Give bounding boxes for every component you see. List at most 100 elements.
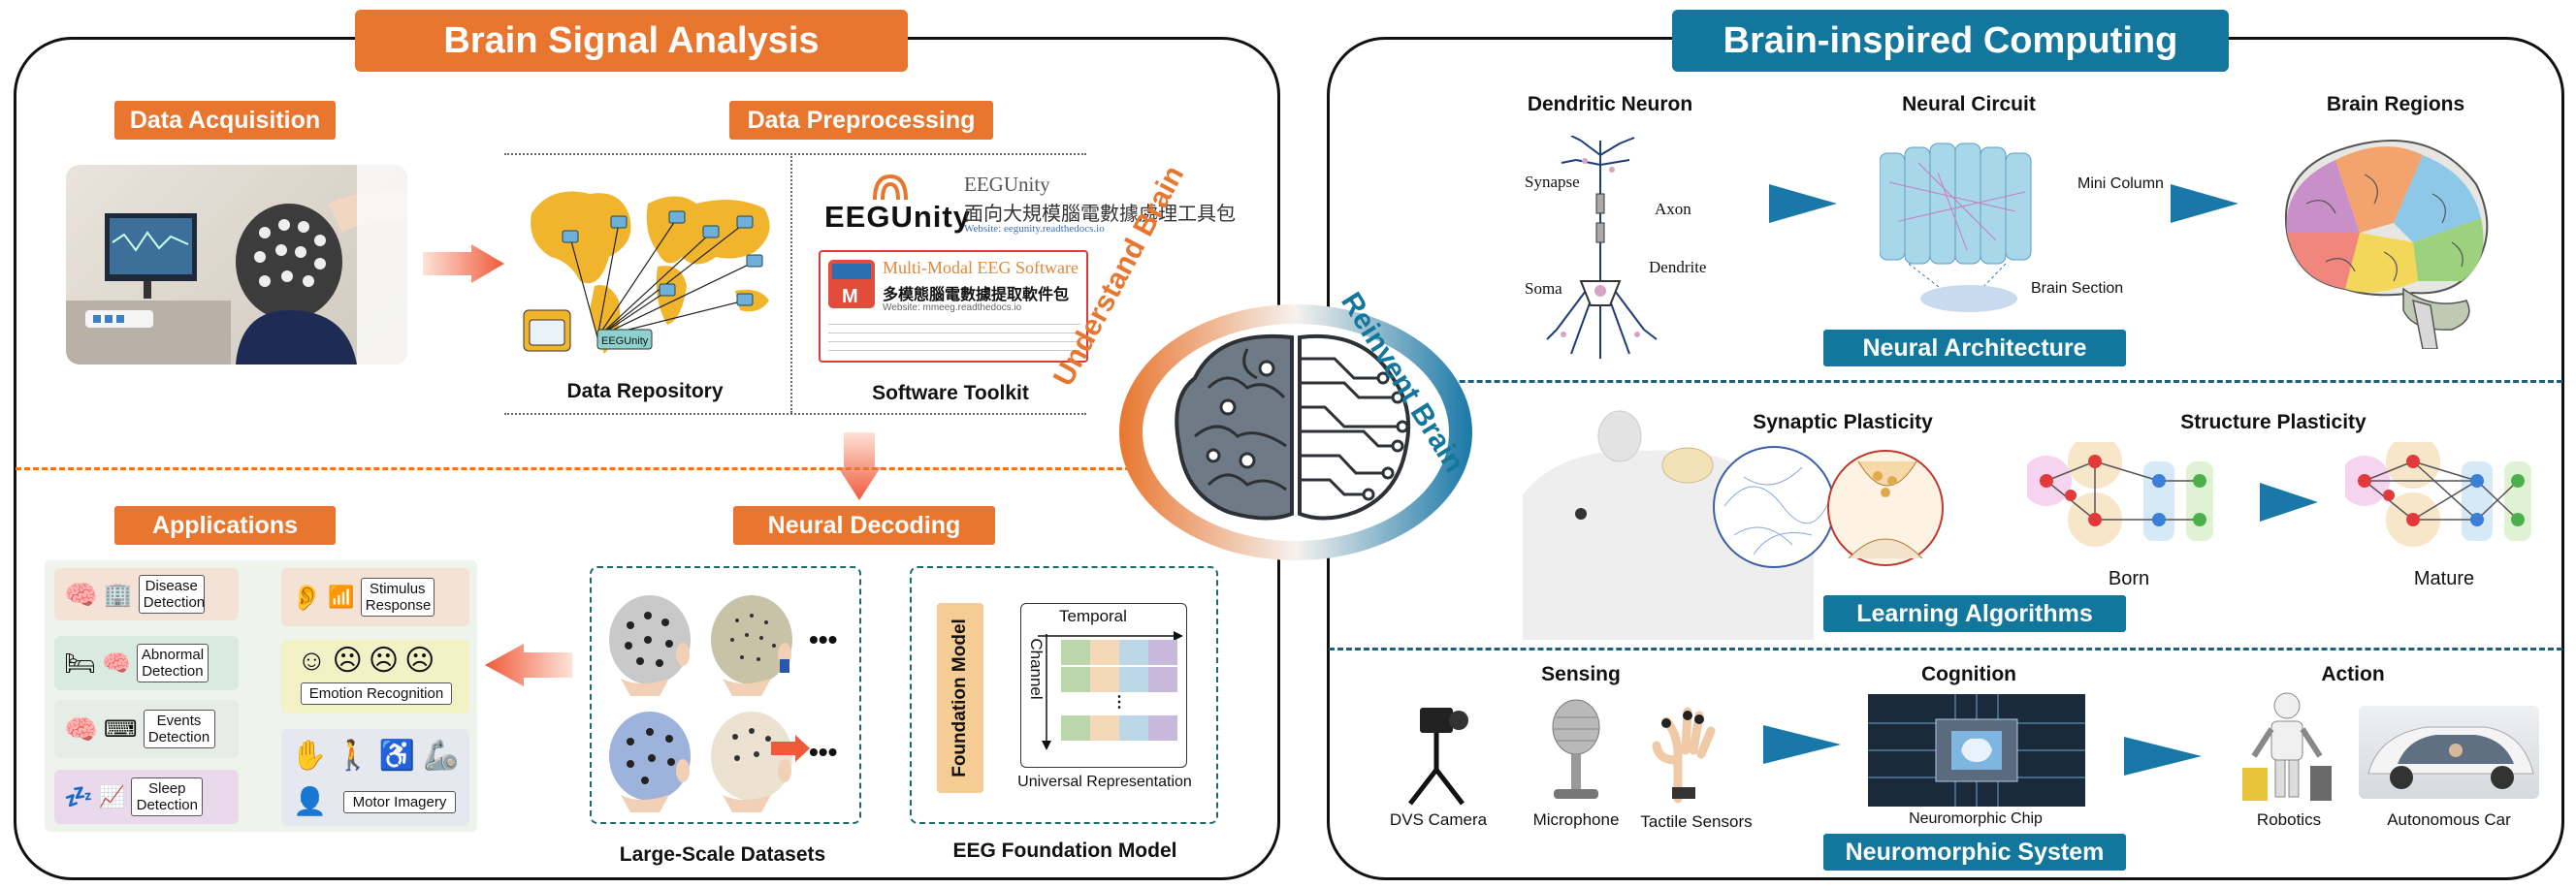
neural-architecture-label: Neural Architecture (1823, 330, 2126, 366)
emotion-recognition-label: Emotion Recognition (301, 682, 452, 705)
born-to-mature-arrow (2260, 483, 2318, 522)
sleep-icon: 💤 (64, 783, 93, 810)
applications-label: Applications (114, 506, 336, 545)
structure-plasticity-label: Structure Plasticity (2180, 411, 2367, 433)
motor-icons: ✋🚶♿🦾 (291, 740, 467, 772)
mmeeg-description-lines (828, 320, 1080, 355)
mature-network-graph (2339, 434, 2539, 549)
right-divider-2 (1329, 648, 2562, 650)
monitor-wave-icon: 📈 (98, 784, 126, 809)
eeg-acquisition-photo (66, 165, 407, 365)
dvs-camera-icon (1401, 702, 1478, 809)
mini-column-label: Mini Column (2077, 175, 2164, 192)
brain-signal-analysis-title: Brain Signal Analysis (355, 10, 908, 72)
data-acquisition-label: Data Acquisition (114, 101, 336, 140)
dvs-camera-label: DVS Camera (1389, 810, 1488, 829)
datasets-ellipsis-top: ••• (809, 624, 838, 654)
datasets-ellipsis-bottom: ••• (809, 737, 838, 767)
app-disease-detection: 🧠 🏢 Disease Detection (54, 568, 239, 620)
app-stimulus-response: 👂 📶 Stimulus Response (281, 568, 469, 626)
brain-alert-icon: 🧠 (102, 650, 131, 677)
action-label: Action (2321, 663, 2385, 685)
universal-representation-label: Universal Representation (1017, 774, 1192, 790)
world-map-repository: EEGUnity (512, 165, 784, 368)
sensing-to-cognition-arrow (1763, 725, 1841, 764)
software-toolkit-label: Software Toolkit (872, 382, 1029, 404)
cognition-to-action-arrow (2124, 737, 2202, 776)
preprocessing-top-divider (504, 153, 1086, 155)
eegunity-chinese: 面向大規模腦電數據處理工具包 (964, 204, 1236, 225)
neural-decoding-label: Neural Decoding (733, 506, 995, 545)
central-brain-emblem (1102, 252, 1480, 582)
left-dashed-divider (16, 467, 1131, 470)
decoding-to-applications-arrow (485, 644, 572, 686)
eeg-caps-illustration (601, 582, 853, 814)
representation-frame (1020, 603, 1187, 768)
stimulus-response-label: Stimulus Response (360, 578, 435, 617)
brain-icon: 🧠 (64, 714, 98, 745)
learning-algorithms-label: Learning Algorithms (1823, 595, 2126, 632)
abnormal-detection-label: Abnormal Detection (136, 644, 209, 682)
dendrite-label: Dendrite (1649, 258, 1707, 276)
microphone-icon (1542, 698, 1610, 805)
neuromorphic-system-label: Neuromorphic System (1823, 834, 2126, 871)
eegunity-map-label: EEGUnity (601, 335, 649, 347)
circuit-to-regions-arrow (2171, 184, 2238, 223)
brain-regions-illustration (2268, 126, 2500, 350)
app-events-detection: 🧠 ⌨ Events Detection (54, 700, 239, 758)
preprocessing-mid-divider (790, 153, 792, 413)
mmeeg-chinese: 多模態腦電數據提取軟件包 (883, 287, 1070, 303)
autonomous-car-image (2359, 706, 2539, 799)
hospital-icon: 🏢 (103, 581, 133, 608)
large-scale-datasets-label: Large-Scale Datasets (619, 843, 826, 866)
synaptic-plasticity-label: Synaptic Plasticity (1753, 411, 1933, 433)
keyboard-icon: ⌨ (103, 715, 138, 743)
acquisition-arrow (423, 244, 504, 283)
eegunity-logo-icon (871, 173, 910, 202)
tactile-sensors-label: Tactile Sensors (1640, 812, 1753, 831)
mature-label: Mature (2413, 568, 2475, 589)
autonomous-car-label: Autonomous Car (2387, 810, 2511, 829)
dendritic-neuron-label: Dendritic Neuron (1527, 93, 1693, 115)
svg-text:M: M (842, 286, 858, 307)
neuromorphic-chip-label: Neuromorphic Chip (1909, 810, 2043, 827)
synapse-label: Synapse (1525, 173, 1580, 191)
neural-circuit-label: Neural Circuit (1902, 93, 2036, 115)
robotics-label: Robotics (2256, 810, 2322, 829)
temporal-label: Temporal (1059, 607, 1127, 625)
synaptic-zoom-circle (1713, 446, 1835, 568)
mmeeg-title: Multi-Modal EEG Software (883, 258, 1079, 277)
hospital-bed-icon: 🛏 (64, 648, 97, 678)
channel-axis-arrow (1042, 634, 1051, 750)
born-label: Born (2108, 568, 2150, 589)
brain-head-icon: 🧠 (64, 579, 98, 610)
disease-detection-label: Disease Detection (138, 575, 205, 614)
preprocessing-bottom-divider (504, 413, 1086, 415)
synapse-zoom-circle (1827, 450, 1944, 566)
eeg-foundation-model-box (910, 566, 1218, 824)
token-grid-row-1 (1061, 640, 1177, 665)
mmeeg-website: Website: mmeeg.readthedocs.io (883, 302, 1022, 313)
foundation-model-label: Foundation Model (950, 618, 970, 777)
mmeeg-logo-icon: M (828, 260, 875, 308)
axon-label: Axon (1655, 200, 1691, 218)
neural-circuit-illustration (1879, 134, 2054, 318)
head-icon: 👤 (293, 786, 327, 816)
token-grid-row-3 (1061, 715, 1177, 741)
sound-bars-icon: 📶 (328, 585, 355, 609)
data-preprocessing-label: Data Preprocessing (729, 101, 993, 140)
temporal-axis-arrow (1038, 628, 1183, 641)
token-grid-vdots: ⋮ (1111, 694, 1127, 711)
sensing-label: Sensing (1541, 663, 1621, 685)
preprocessing-to-decoding-arrow (838, 432, 881, 500)
events-detection-label: Events Detection (143, 710, 215, 748)
app-emotion-recognition: ☺☹☹☹ Emotion Recognition (281, 640, 469, 714)
foundation-model-block (937, 603, 983, 793)
tactile-sensor-icon (1649, 702, 1726, 809)
microphone-label: Microphone (1532, 810, 1620, 829)
emotion-faces-icon: ☺☹☹☹ (297, 645, 441, 677)
eegunity-website: Website: eegunity.readthedocs.io (964, 223, 1105, 235)
dendritic-neuron-illustration (1542, 135, 1658, 359)
app-sleep-detection: 💤 📈 Sleep Detection (54, 770, 239, 824)
cognition-label: Cognition (1921, 663, 2016, 685)
